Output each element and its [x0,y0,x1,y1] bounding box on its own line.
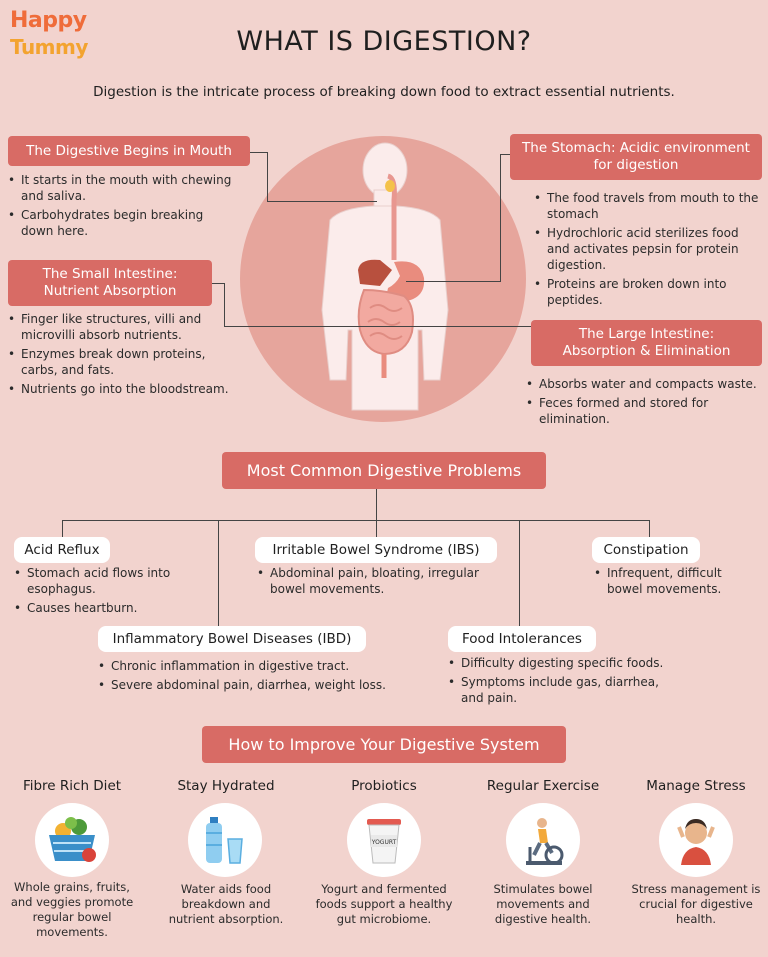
list-item: Infrequent, difficult bowel movements. [594,565,744,597]
ibs-label: Irritable Bowel Syndrome (IBS) [255,537,497,563]
list-item: Carbohydrates begin breaking down here. [8,207,236,239]
happy-tummy-logo: Happy Tummy [10,10,100,70]
vegetable-basket-icon [35,803,109,877]
yogurt-label: YOGURT [371,839,397,846]
list-item: Hydrochloric acid sterilizes food and ac… [534,225,764,273]
list-item: It starts in the mouth with chewing and … [8,172,236,204]
acid-reflux-label: Acid Reflux [14,537,110,563]
food-intolerance-label: Food Intolerances [448,626,596,652]
ibs-name: Irritable Bowel Syndrome (IBS) [272,542,480,558]
yogurt-cup-icon: YOGURT [347,803,421,877]
large-intestine-bullets: Absorbs water and compacts waste. Feces … [526,376,766,430]
mouth-heading-text: The Digestive Begins in Mouth [26,142,232,159]
tip-desc: Whole grains, fruits, and veggies promot… [10,880,134,939]
list-item: Abdominal pain, bloating, irregular bowe… [257,565,497,597]
small-intestine-heading-line-2: Nutrient Absorption [43,283,177,299]
constipation-label: Constipation [592,537,700,563]
list-item: Severe abdominal pain, diarrhea, weight … [98,677,408,693]
list-item: Finger like structures, villi and microv… [8,311,234,343]
logo-line-2: Tummy [10,35,88,59]
stomach-heading-line-2: for digestion [593,157,679,173]
list-item: Causes heartburn. [14,600,214,616]
mouth-bullets: It starts in the mouth with chewing and … [8,172,236,242]
problems-heading-text: Most Common Digestive Problems [246,461,522,480]
tip-name: Fibre Rich Diet [22,778,122,794]
intro-text: Digestion is the intricate process of br… [93,84,675,100]
list-item: Difficulty digesting specific foods. [448,655,673,671]
food-intolerance-name: Food Intolerances [462,631,582,647]
digestive-system-illustration [321,142,449,411]
list-item: Proteins are broken down into peptides. [534,276,764,308]
tip-desc: Water aids food breakdown and nutrient a… [168,882,284,926]
logo-line-1: Happy [10,8,87,33]
page-title: WHAT IS DIGESTION? [236,26,532,57]
small-intestine-heading-line-1: The Small Intestine: [42,266,178,282]
stressed-person-icon [659,803,733,877]
ibd-label: Inflammatory Bowel Diseases (IBD) [98,626,366,652]
problems-heading: Most Common Digestive Problems [222,452,546,489]
large-intestine-heading: The Large Intestine: Absorption & Elimin… [531,320,762,366]
list-item: The food travels from mouth to the stoma… [534,190,764,222]
list-item: Symptoms include gas, diarrhea, and pain… [448,674,673,706]
list-item: Nutrients go into the bloodstream. [8,381,234,397]
list-item: Feces formed and stored for elimination. [526,395,766,427]
large-intestine-heading-line-2: Absorption & Elimination [562,343,731,359]
exercise-bike-icon [506,803,580,877]
improve-heading: How to Improve Your Digestive System [202,726,566,763]
tip-desc: Stimulates bowel movements and digestive… [493,882,593,926]
food-intolerance-bullets: Difficulty digesting specific foods. Sym… [448,655,673,709]
stomach-bullets: The food travels from mouth to the stoma… [534,190,764,311]
ibs-bullets: Abdominal pain, bloating, irregular bowe… [257,565,497,600]
constipation-name: Constipation [603,542,689,558]
acid-reflux-name: Acid Reflux [24,542,100,558]
list-item: Absorbs water and compacts waste. [526,376,766,392]
tip-name: Probiotics [351,778,417,794]
tip-desc: Stress management is crucial for digesti… [631,882,761,926]
large-intestine-heading-line-1: The Large Intestine: [578,326,715,342]
stomach-heading-line-1: The Stomach: Acidic environment [522,140,750,156]
list-item: Stomach acid flows into esophagus. [14,565,214,597]
small-intestine-bullets: Finger like structures, villi and microv… [8,311,234,400]
acid-reflux-bullets: Stomach acid flows into esophagus. Cause… [14,565,214,619]
tip-desc: Yogurt and fermented foods support a hea… [315,882,453,926]
tip-name: Manage Stress [646,778,746,794]
constipation-bullets: Infrequent, difficult bowel movements. [594,565,744,600]
ibd-bullets: Chronic inflammation in digestive tract.… [98,658,408,696]
tip-name: Regular Exercise [486,778,600,794]
mouth-heading: The Digestive Begins in Mouth [8,136,250,166]
small-intestine-heading: The Small Intestine: Nutrient Absorption [8,260,212,306]
list-item: Chronic inflammation in digestive tract. [98,658,408,674]
water-bottle-icon [188,803,262,877]
ibd-name: Inflammatory Bowel Diseases (IBD) [112,631,352,647]
improve-heading-text: How to Improve Your Digestive System [228,735,540,754]
stomach-heading: The Stomach: Acidic environment for dige… [510,134,762,180]
tip-name: Stay Hydrated [177,778,275,794]
list-item: Enzymes break down proteins, carbs, and … [8,346,234,378]
